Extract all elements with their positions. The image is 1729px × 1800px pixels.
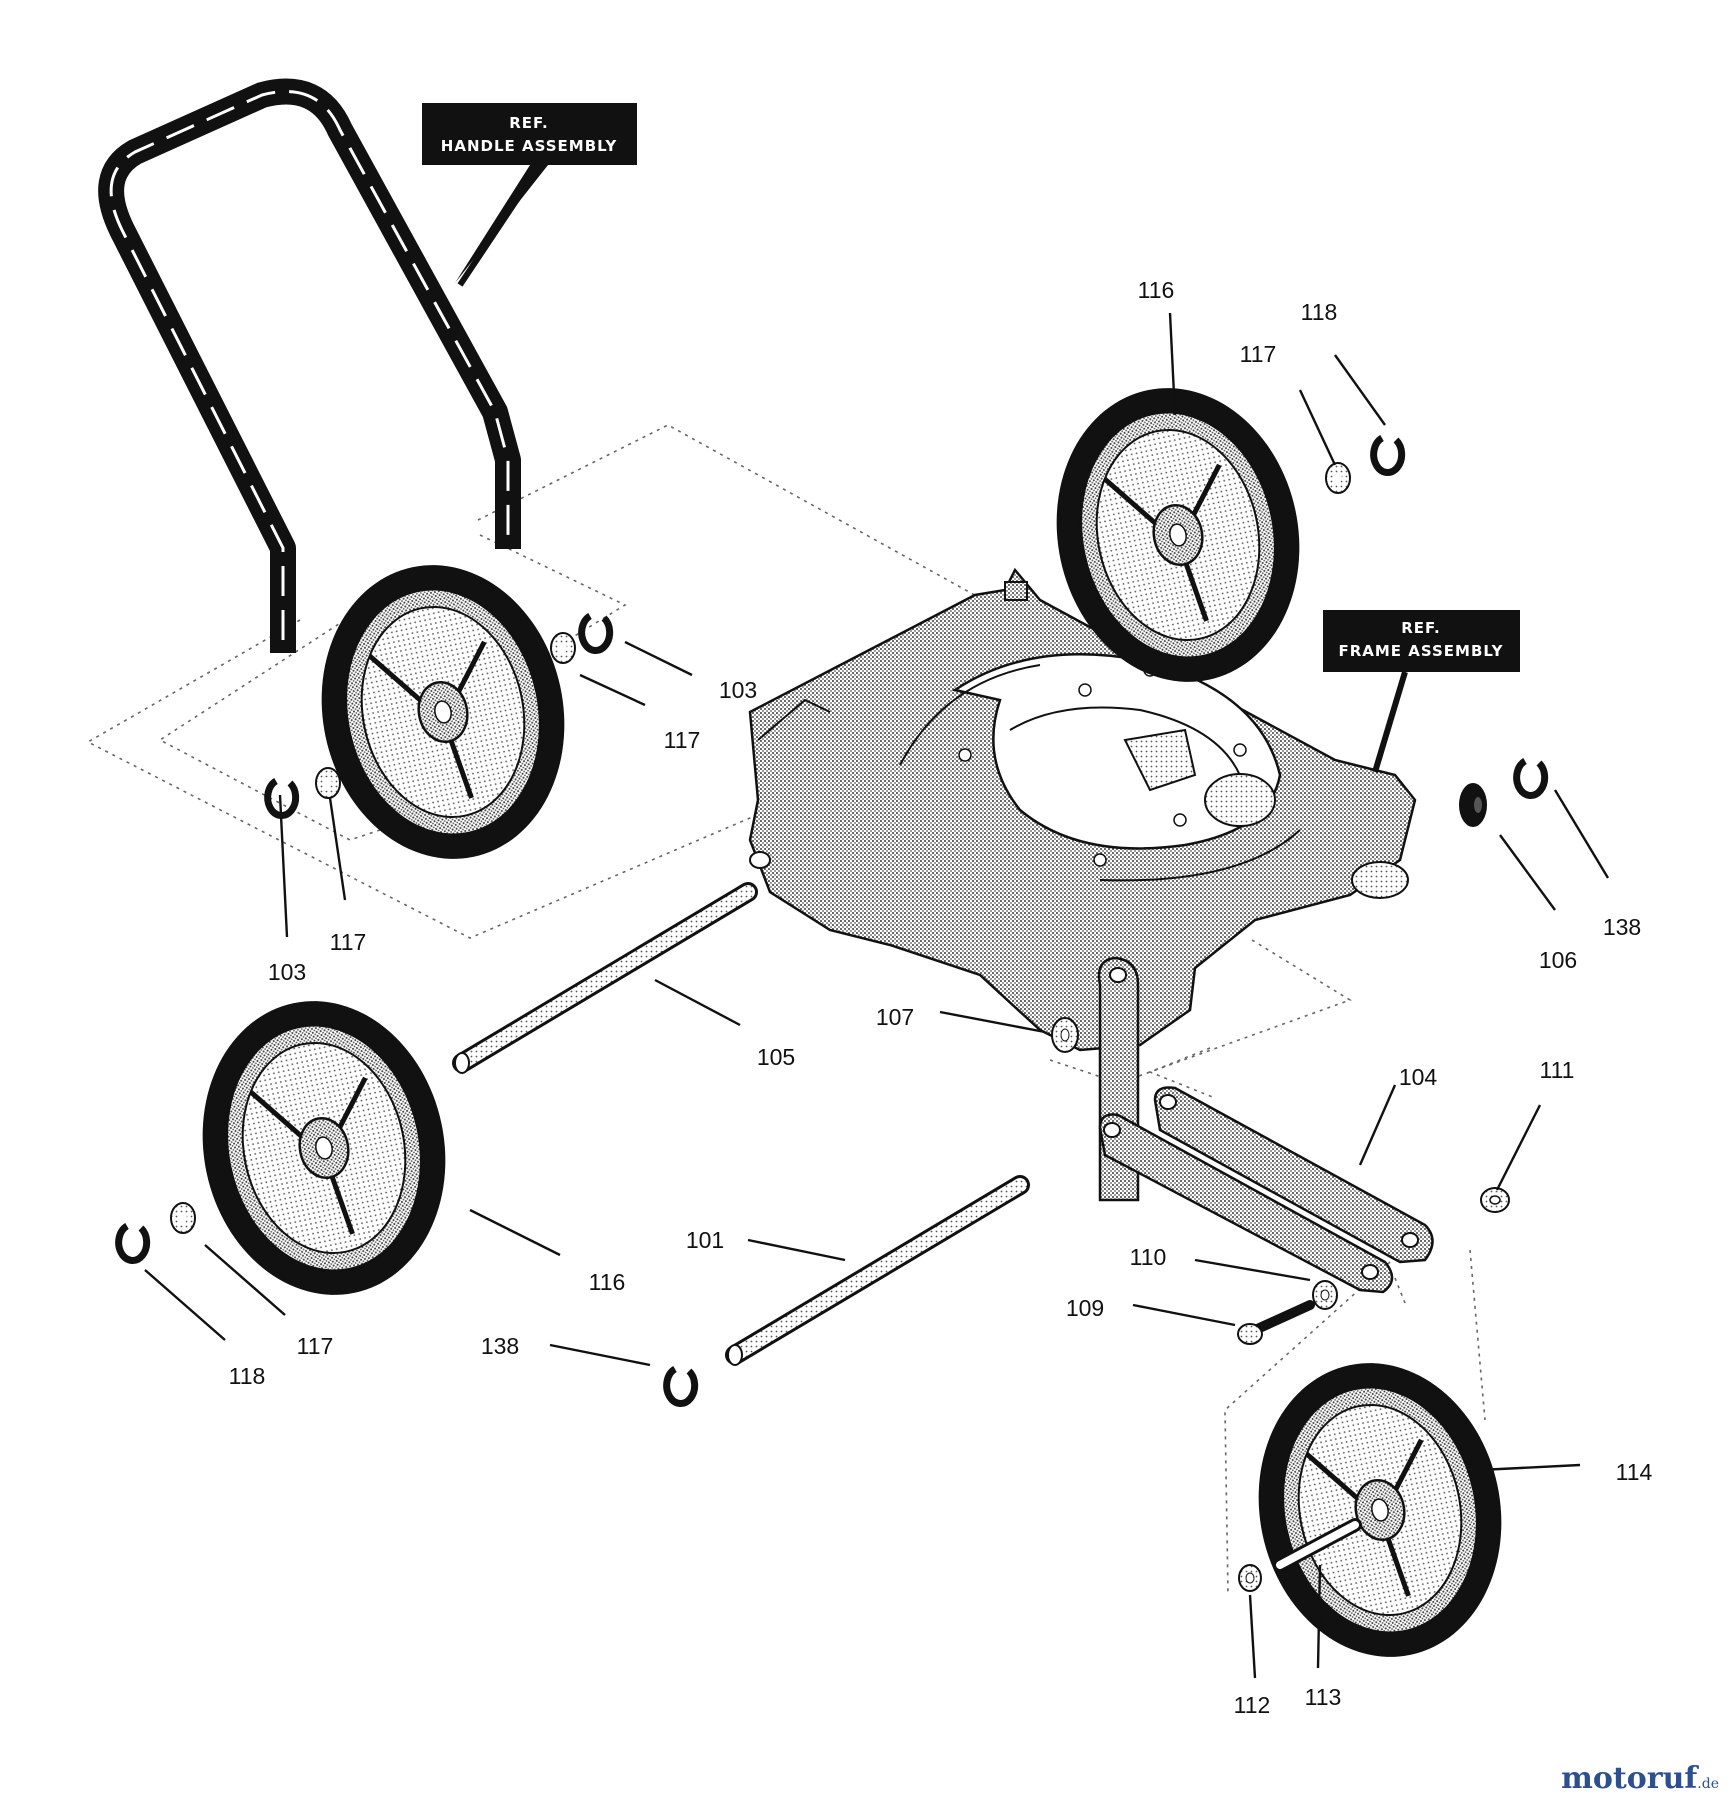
washer-112 [1238, 1564, 1262, 1592]
wheel-top-left [321, 565, 565, 859]
wheel-caster-114 [1258, 1363, 1502, 1657]
part-label-138: 138 [1603, 914, 1641, 940]
part-label-116: 116 [589, 1269, 626, 1295]
part-label-107: 107 [876, 1004, 914, 1030]
washer-107 [1051, 1017, 1079, 1053]
part-label-117: 117 [297, 1333, 334, 1359]
part-label-101: 101 [686, 1227, 724, 1253]
part-label-112: 112 [1234, 1692, 1271, 1718]
part-label-117: 117 [330, 929, 367, 955]
caster-bracket-104 [1097, 956, 1510, 1294]
hub-cap-106 [1459, 783, 1487, 827]
axle-101 [725, 1175, 1030, 1366]
part-label-117: 117 [664, 727, 701, 753]
ref-handle-line2: HANDLE ASSEMBLY [441, 137, 618, 155]
part-label-106: 106 [1539, 947, 1577, 973]
part-number-labels: 103 117 103 117 116 117 118 105 107 106 … [229, 277, 1653, 1718]
wheel-top-right [1056, 388, 1300, 682]
part-label-117: 117 [1240, 341, 1277, 367]
axle-105 [452, 882, 758, 1074]
ref-frame-assembly-box: REF. FRAME ASSEMBLY [1323, 610, 1520, 773]
watermark-logo: motoruf.de [1561, 1761, 1719, 1796]
bolt-109 [1237, 1300, 1315, 1345]
wheel-bottom-left [202, 1001, 446, 1295]
part-label-114: 114 [1616, 1459, 1653, 1485]
part-label-113: 113 [1305, 1684, 1342, 1710]
leader-lines [144, 312, 1610, 1679]
watermark-tld: .de [1697, 1776, 1719, 1792]
ref-frame-line1: REF. [1401, 619, 1441, 637]
caster-axle-113 [1273, 1518, 1362, 1572]
part-label-103: 103 [719, 677, 757, 703]
washers-and-clips [115, 434, 1549, 1407]
part-label-109: 109 [1066, 1295, 1104, 1321]
part-label-105: 105 [757, 1044, 795, 1070]
ref-handle-line1: REF. [509, 114, 549, 132]
part-label-138: 138 [481, 1333, 519, 1359]
part-label-103: 103 [268, 959, 306, 985]
part-label-116: 116 [1138, 277, 1175, 303]
part-label-118: 118 [1301, 299, 1338, 325]
part-label-110: 110 [1130, 1244, 1167, 1270]
part-label-104: 104 [1399, 1064, 1438, 1090]
washer-110 [1312, 1280, 1338, 1310]
ref-handle-assembly-box: REF. HANDLE ASSEMBLY [422, 103, 637, 287]
part-label-118: 118 [229, 1363, 266, 1389]
frame-assembly [748, 567, 1417, 1052]
handle-assembly [98, 78, 521, 653]
watermark-brand: motoruf [1561, 1761, 1698, 1796]
ref-frame-line2: FRAME ASSEMBLY [1338, 642, 1503, 660]
part-label-111: 111 [1540, 1057, 1575, 1083]
